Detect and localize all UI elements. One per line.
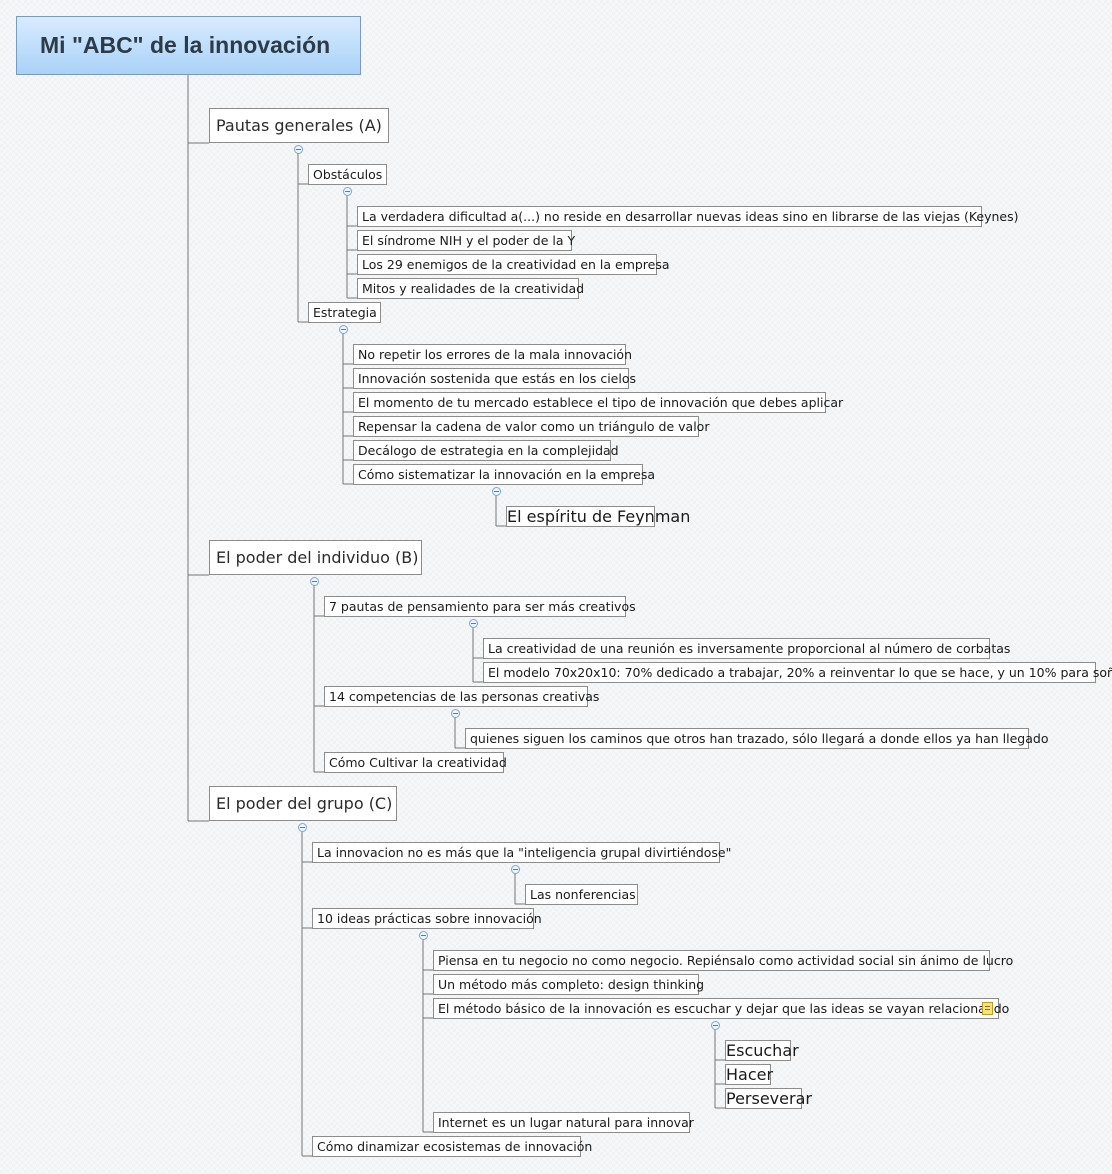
- subtopic-el-metodo-basico-de-la-innovacion-es-esc[interactable]: El método básico de la innovación es esc…: [433, 998, 1009, 1019]
- subtopic-repensar-la-cadena-de-valor-como-un-tria[interactable]: Repensar la cadena de valor como un triá…: [353, 416, 709, 437]
- root-topic[interactable]: Mi "ABC" de la innovación: [16, 16, 361, 75]
- subtopic-internet-es-un-lugar-natural-para-innova[interactable]: Internet es un lugar natural para innova…: [433, 1112, 694, 1133]
- collapse-toggle-icon[interactable]: [451, 709, 460, 718]
- topic-label: El modelo 70x20x10: 70% dedicado a traba…: [488, 665, 1112, 680]
- subtopic-no-repetir-los-errores-de-la-mala-innova[interactable]: No repetir los errores de la mala innova…: [353, 344, 632, 365]
- subtopic-obstaculos[interactable]: Obstáculos: [308, 164, 387, 185]
- topic-label: Innovación sostenida que estás en los ci…: [358, 371, 636, 386]
- topic-label: La innovacion no es más que la "intelige…: [317, 845, 732, 860]
- topic-label: 14 competencias de las personas creativa…: [329, 689, 600, 704]
- subtopic-el-modelo-70x20x10-70-dedicado-a-trabaja[interactable]: El modelo 70x20x10: 70% dedicado a traba…: [483, 662, 1112, 683]
- main-topic-el-poder-del-grupo-c[interactable]: El poder del grupo (C): [209, 786, 397, 821]
- subtopic-10-ideas-practicas-sobre-innovacion[interactable]: 10 ideas prácticas sobre innovación: [312, 908, 542, 929]
- subtopic-innovacion-sostenida-que-estas-en-los-ci[interactable]: Innovación sostenida que estás en los ci…: [353, 368, 636, 389]
- topic-label: Decálogo de estrategia en la complejidad: [358, 443, 619, 458]
- subtopic-quienes-siguen-los-caminos-que-otros-han[interactable]: quienes siguen los caminos que otros han…: [465, 728, 1048, 749]
- subtopic-el-sindrome-nih-y-el-poder-de-la-y[interactable]: El síndrome NIH y el poder de la Y: [357, 230, 576, 251]
- subtopic-escuchar[interactable]: Escuchar: [725, 1040, 799, 1061]
- subtopic-la-innovacion-no-es-mas-que-la-inteligen[interactable]: La innovacion no es más que la "intelige…: [312, 842, 731, 863]
- topic-label: El espíritu de Feynman: [507, 507, 691, 526]
- topic-label: Pautas generales (A): [216, 116, 382, 135]
- collapse-toggle-icon[interactable]: [492, 487, 501, 496]
- topic-label: quienes siguen los caminos que otros han…: [470, 731, 1049, 746]
- subtopic-el-espiritu-de-feynman[interactable]: El espíritu de Feynman: [506, 506, 690, 527]
- main-topic-pautas-generales-a[interactable]: Pautas generales (A): [209, 108, 389, 143]
- subtopic-el-momento-de-tu-mercado-establece-el-ti[interactable]: El momento de tu mercado establece el ti…: [353, 392, 843, 413]
- topic-label: Estrategia: [313, 305, 377, 320]
- collapse-toggle-icon[interactable]: [294, 145, 303, 154]
- topic-label: Cómo sistematizar la innovación en la em…: [358, 467, 656, 482]
- subtopic-la-verdadera-dificultad-a-no-reside-en-d[interactable]: La verdadera dificultad a(...) no reside…: [357, 206, 1019, 227]
- subtopic-estrategia[interactable]: Estrategia: [308, 302, 381, 323]
- topic-label: El poder del individuo (B): [216, 548, 419, 567]
- topic-label: Repensar la cadena de valor como un triá…: [358, 419, 710, 434]
- subtopic-los-29-enemigos-de-la-creatividad-en-la-[interactable]: Los 29 enemigos de la creatividad en la …: [357, 254, 670, 275]
- topic-label: La creatividad de una reunión es inversa…: [488, 641, 1011, 656]
- collapse-toggle-icon[interactable]: [711, 1021, 720, 1030]
- collapse-toggle-icon[interactable]: [343, 187, 352, 196]
- topic-label: Internet es un lugar natural para innova…: [438, 1115, 694, 1130]
- topic-label: El método básico de la innovación es esc…: [438, 1001, 1010, 1016]
- subtopic-perseverar[interactable]: Perseverar: [725, 1088, 812, 1109]
- collapse-toggle-icon[interactable]: [298, 823, 307, 832]
- subtopic-7-pautas-de-pensamiento-para-ser-mas-cre[interactable]: 7 pautas de pensamiento para ser más cre…: [324, 596, 636, 617]
- topic-label: El momento de tu mercado establece el ti…: [358, 395, 844, 410]
- subtopic-mitos-y-realidades-de-la-creatividad[interactable]: Mitos y realidades de la creatividad: [357, 278, 584, 299]
- note-icon[interactable]: [982, 1002, 993, 1015]
- collapse-toggle-icon[interactable]: [310, 577, 319, 586]
- subtopic-como-sistematizar-la-innovacion-en-la-em[interactable]: Cómo sistematizar la innovación en la em…: [353, 464, 655, 485]
- topic-label: El síndrome NIH y el poder de la Y: [362, 233, 576, 248]
- topic-label: 7 pautas de pensamiento para ser más cre…: [329, 599, 636, 614]
- subtopic-como-cultivar-la-creatividad[interactable]: Cómo Cultivar la creatividad: [324, 752, 507, 773]
- collapse-toggle-icon[interactable]: [339, 325, 348, 334]
- subtopic-decalogo-de-estrategia-en-la-complejidad[interactable]: Decálogo de estrategia en la complejidad: [353, 440, 619, 461]
- subtopic-14-competencias-de-las-personas-creativa[interactable]: 14 competencias de las personas creativa…: [324, 686, 599, 707]
- subtopic-las-nonferencias[interactable]: Las nonferencias: [525, 884, 638, 905]
- topic-label: Cómo dinamizar ecosistemas de innovación: [317, 1139, 593, 1154]
- collapse-toggle-icon[interactable]: [419, 931, 428, 940]
- subtopic-un-metodo-mas-completo-design-thinking[interactable]: Un método más completo: design thinking: [433, 974, 704, 995]
- topic-label: Mi "ABC" de la innovación: [40, 32, 331, 58]
- collapse-toggle-icon[interactable]: [511, 865, 520, 874]
- topic-label: Las nonferencias: [530, 887, 636, 902]
- topic-label: Un método más completo: design thinking: [438, 977, 705, 992]
- topic-label: Cómo Cultivar la creatividad: [329, 755, 507, 770]
- main-topic-el-poder-del-individuo-b[interactable]: El poder del individuo (B): [209, 540, 422, 575]
- topic-label: Escuchar: [726, 1041, 799, 1060]
- collapse-toggle-icon[interactable]: [469, 619, 478, 628]
- topic-label: Obstáculos: [313, 167, 383, 182]
- topic-label: Perseverar: [726, 1089, 812, 1108]
- topic-label: No repetir los errores de la mala innova…: [358, 347, 632, 362]
- topic-label: La verdadera dificultad a(...) no reside…: [362, 209, 1019, 224]
- subtopic-como-dinamizar-ecosistemas-de-innovacion[interactable]: Cómo dinamizar ecosistemas de innovación: [312, 1136, 592, 1157]
- subtopic-hacer[interactable]: Hacer: [725, 1064, 774, 1085]
- subtopic-piensa-en-tu-negocio-no-como-negocio-rep[interactable]: Piensa en tu negocio no como negocio. Re…: [433, 950, 1013, 971]
- topic-label: Hacer: [726, 1065, 774, 1084]
- topic-label: 10 ideas prácticas sobre innovación: [317, 911, 542, 926]
- topic-label: Piensa en tu negocio no como negocio. Re…: [438, 953, 1014, 968]
- subtopic-la-creatividad-de-una-reunion-es-inversa[interactable]: La creatividad de una reunión es inversa…: [483, 638, 1010, 659]
- topic-label: El poder del grupo (C): [216, 794, 393, 813]
- topic-label: Los 29 enemigos de la creatividad en la …: [362, 257, 670, 272]
- topic-label: Mitos y realidades de la creatividad: [362, 281, 585, 296]
